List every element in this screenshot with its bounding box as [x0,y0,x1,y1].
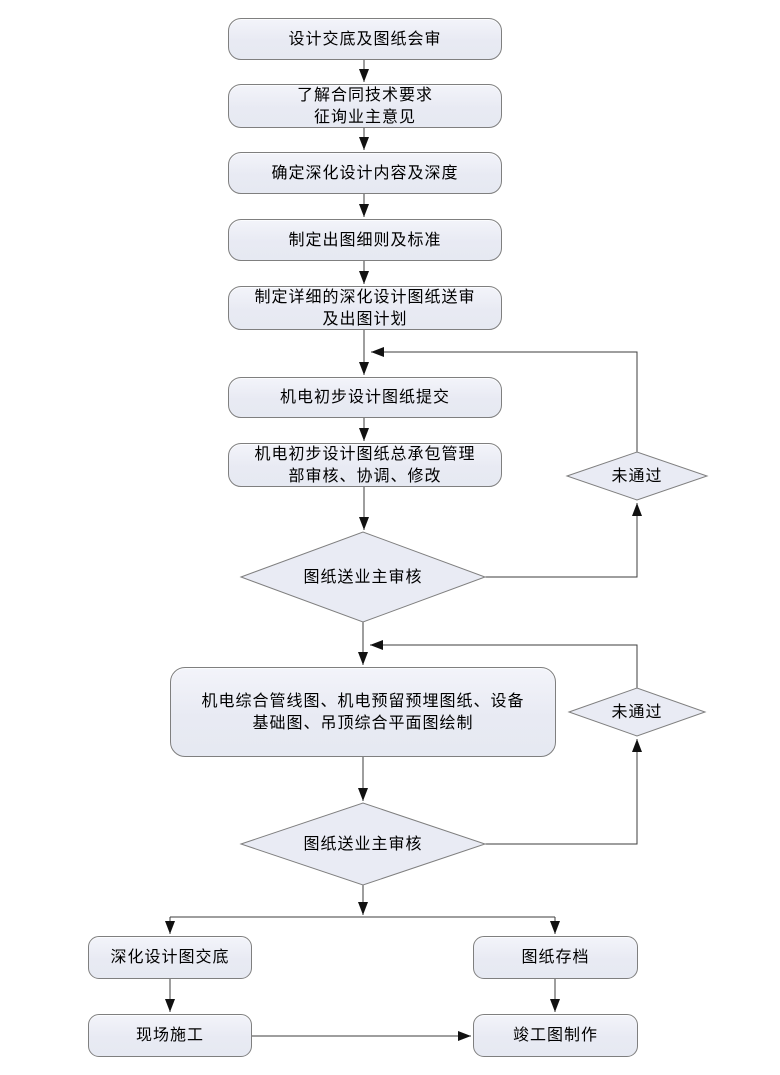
node-label: 深化设计图交底 [110,947,230,967]
edge-notpassed2-return [370,640,638,688]
process-node-as-built: 竣工图制作 [473,1014,638,1057]
node-label: 机电初步设计图纸提交 [279,387,450,407]
decision-diamond-owner-review-2 [239,802,487,886]
edge-ownerreview1-to-notpassed1 [485,503,642,578]
decision-label-owner-review-2: 图纸送业主审核 [303,834,423,853]
node-label: 设计交底及图纸会审 [288,28,442,48]
edge-ownerreview2-to-notpassed2 [484,739,642,845]
process-node-design-briefing: 设计交底及图纸会审 [228,18,502,60]
process-node-archive: 图纸存档 [473,936,638,979]
process-node-preliminary-submit: 机电初步设计图纸提交 [228,377,502,418]
process-node-gc-review: 机电初步设计图纸总承包管理 部审核、协调、修改 [228,443,502,487]
edge-notpassed1-return [371,347,638,452]
decision-diamond-not-passed-2 [567,687,707,737]
process-node-comprehensive-drawings: 机电综合管线图、机电预留预埋图纸、设备 基础图、吊顶综合平面图绘制 [170,667,556,757]
node-label: 确定深化设计内容及深度 [271,162,459,182]
node-label: 了解合同技术要求 征询业主意见 [296,84,433,126]
decision-label-owner-review-1: 图纸送业主审核 [303,567,423,586]
decision-diamond-not-passed-1 [565,451,709,501]
process-node-define-scope: 确定深化设计内容及深度 [228,152,502,194]
decision-label-not-passed-2: 未通过 [611,702,663,721]
process-node-design-handover: 深化设计图交底 [88,936,252,979]
node-label: 机电综合管线图、机电预留预埋图纸、设备 基础图、吊顶综合平面图绘制 [201,690,525,732]
node-label: 制定出图细则及标准 [288,229,442,249]
node-label: 机电初步设计图纸总承包管理 部审核、协调、修改 [254,443,476,485]
process-node-drawing-rules: 制定出图细则及标准 [228,219,502,261]
decision-diamond-owner-review-1 [239,531,487,623]
process-node-submission-plan: 制定详细的深化设计图纸送审 及出图计划 [228,286,502,330]
node-label: 现场施工 [135,1025,204,1045]
node-label: 制定详细的深化设计图纸送审 及出图计划 [254,286,476,328]
process-node-contract-requirements: 了解合同技术要求 征询业主意见 [228,84,502,128]
node-label: 图纸存档 [521,947,590,967]
process-node-site-construction: 现场施工 [88,1014,252,1057]
node-label: 竣工图制作 [512,1025,598,1045]
decision-label-not-passed-1: 未通过 [611,466,663,485]
